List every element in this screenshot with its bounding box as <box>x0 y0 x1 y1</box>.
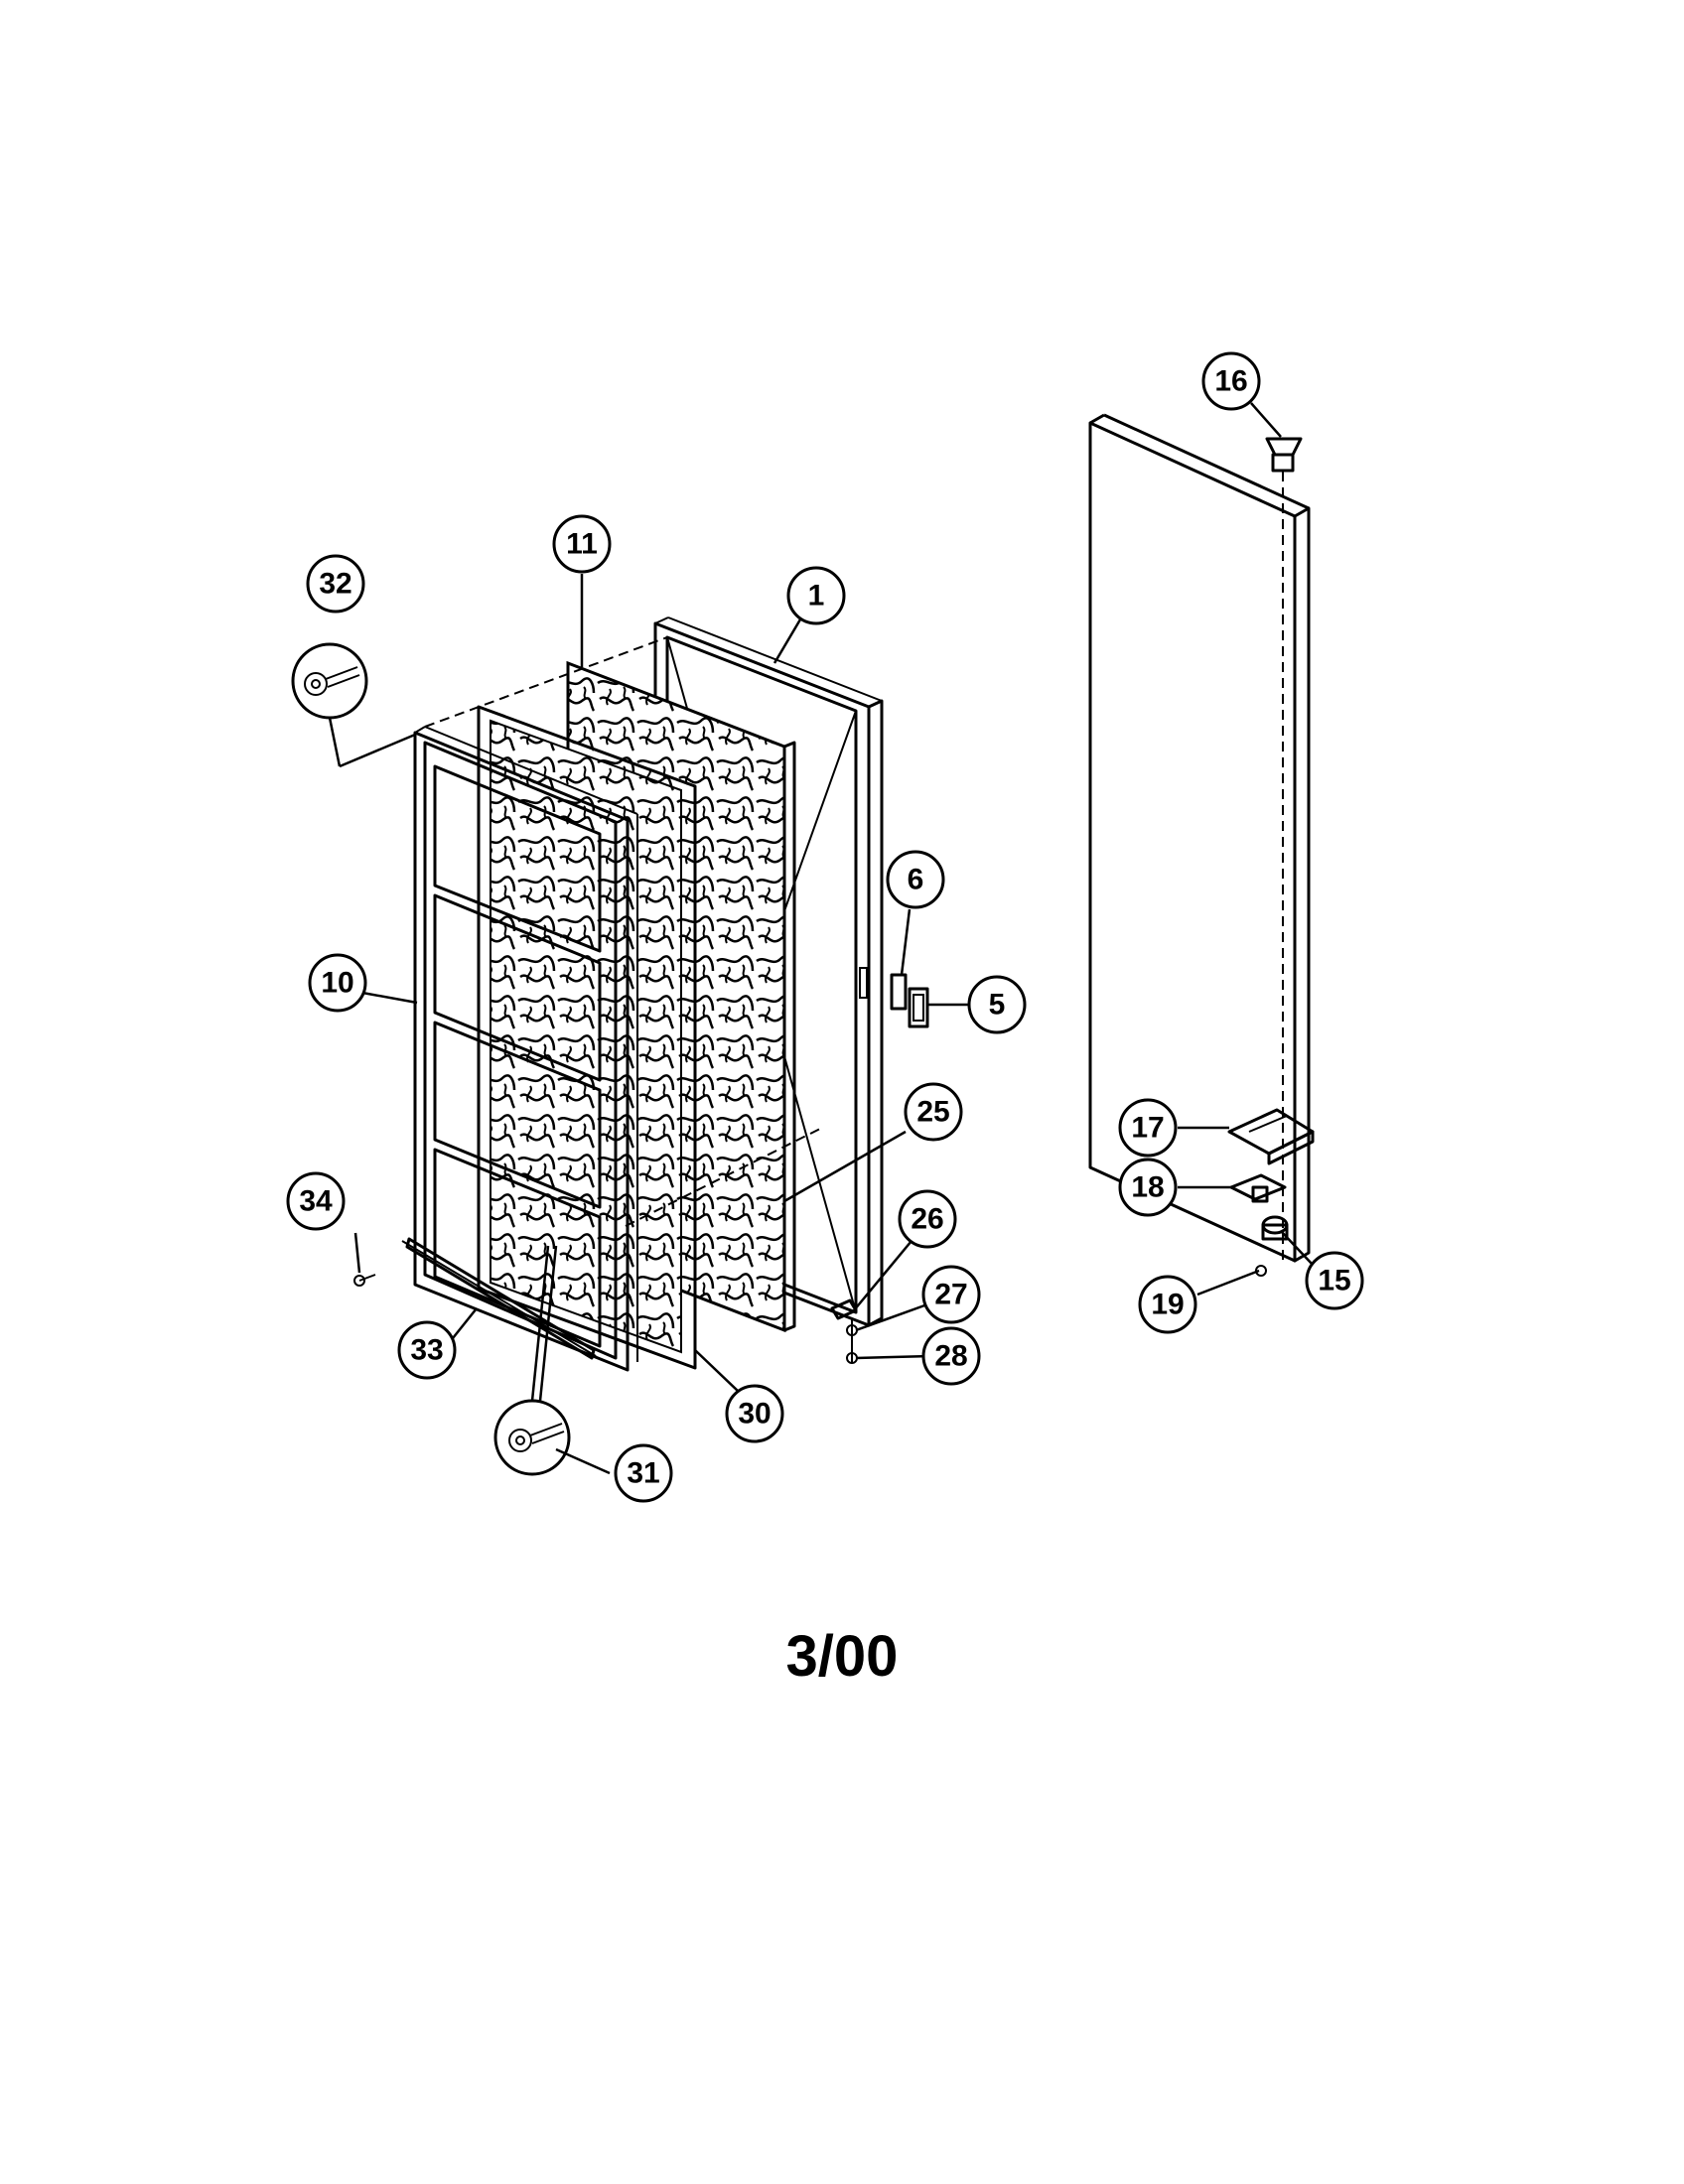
bushing-15 <box>1261 1215 1289 1241</box>
callout-32: 32 <box>306 554 365 614</box>
callout-circle <box>1305 1251 1364 1310</box>
callout-label: 17 <box>1131 1112 1164 1145</box>
callout-6: 6 <box>886 850 945 909</box>
callout-10: 10 <box>308 953 367 1013</box>
callout-circle <box>1138 1275 1197 1334</box>
top-bushing-16 <box>1265 437 1303 473</box>
callout-circle <box>1118 1158 1178 1217</box>
callout-25: 25 <box>904 1082 963 1142</box>
screw-31-inset <box>493 1245 571 1476</box>
callout-label: 10 <box>321 967 353 1000</box>
callout-33: 33 <box>397 1320 457 1380</box>
callout-label: 34 <box>299 1185 333 1218</box>
callout-circle <box>786 566 846 625</box>
callout-label: 25 <box>916 1096 949 1129</box>
callout-1: 1 <box>786 566 846 625</box>
callout-label: 16 <box>1214 365 1247 398</box>
callout-label: 27 <box>934 1279 967 1311</box>
hinge-bracket-17 <box>1227 1108 1315 1165</box>
callout-circle <box>308 953 367 1013</box>
callout-circle <box>286 1171 346 1231</box>
callout-16: 16 <box>1201 351 1261 411</box>
callout-label: 30 <box>738 1398 771 1431</box>
callout-28: 28 <box>921 1326 981 1386</box>
callout-circle <box>921 1265 981 1324</box>
clip-5 <box>908 987 929 1028</box>
callout-circle <box>397 1320 457 1380</box>
callout-label: 28 <box>934 1340 967 1373</box>
callout-label: 33 <box>410 1334 443 1367</box>
callout-label: 1 <box>808 580 825 613</box>
callout-31: 31 <box>614 1443 673 1503</box>
callout-circle <box>306 554 365 614</box>
callout-circle <box>1201 351 1261 411</box>
leader-lines <box>353 402 1314 1475</box>
callout-circle <box>921 1326 981 1386</box>
callout-30: 30 <box>725 1384 784 1443</box>
callout-circle <box>967 975 1027 1034</box>
callout-17: 17 <box>1118 1098 1178 1158</box>
callout-18: 18 <box>1118 1158 1178 1217</box>
callout-label: 6 <box>908 864 924 896</box>
door-liner <box>413 726 638 1372</box>
callout-circle <box>725 1384 784 1443</box>
callout-label: 15 <box>1318 1265 1350 1297</box>
callout-label: 5 <box>989 989 1006 1022</box>
callout-label: 32 <box>319 568 351 601</box>
callout-label: 31 <box>627 1457 659 1490</box>
callout-circle <box>904 1082 963 1142</box>
callout-label: 11 <box>566 528 598 561</box>
callout-27: 27 <box>921 1265 981 1324</box>
callout-5: 5 <box>967 975 1027 1034</box>
callout-circle <box>1118 1098 1178 1158</box>
screw-32-inset <box>291 642 416 768</box>
hinge-18 <box>1229 1173 1287 1203</box>
callout-circle <box>552 514 612 574</box>
footer-date: 3/00 <box>785 1624 899 1689</box>
callout-label: 19 <box>1151 1289 1184 1321</box>
callout-19: 19 <box>1138 1275 1197 1334</box>
screw-34 <box>353 1274 376 1287</box>
callout-11: 11 <box>552 514 612 574</box>
callout-label: 18 <box>1131 1171 1164 1204</box>
shelf-bar <box>401 1237 597 1360</box>
outer-door <box>1088 413 1311 1263</box>
callout-label: 26 <box>911 1203 943 1236</box>
callout-circle <box>898 1189 957 1249</box>
clip-6 <box>890 973 908 1011</box>
callout-26: 26 <box>898 1189 957 1249</box>
callout-15: 15 <box>1305 1251 1364 1310</box>
assembly-lines <box>424 472 1284 1266</box>
callout-circle <box>886 850 945 909</box>
door-gasket <box>477 705 697 1370</box>
callout-circle <box>614 1443 673 1503</box>
callout-34: 34 <box>286 1171 346 1231</box>
